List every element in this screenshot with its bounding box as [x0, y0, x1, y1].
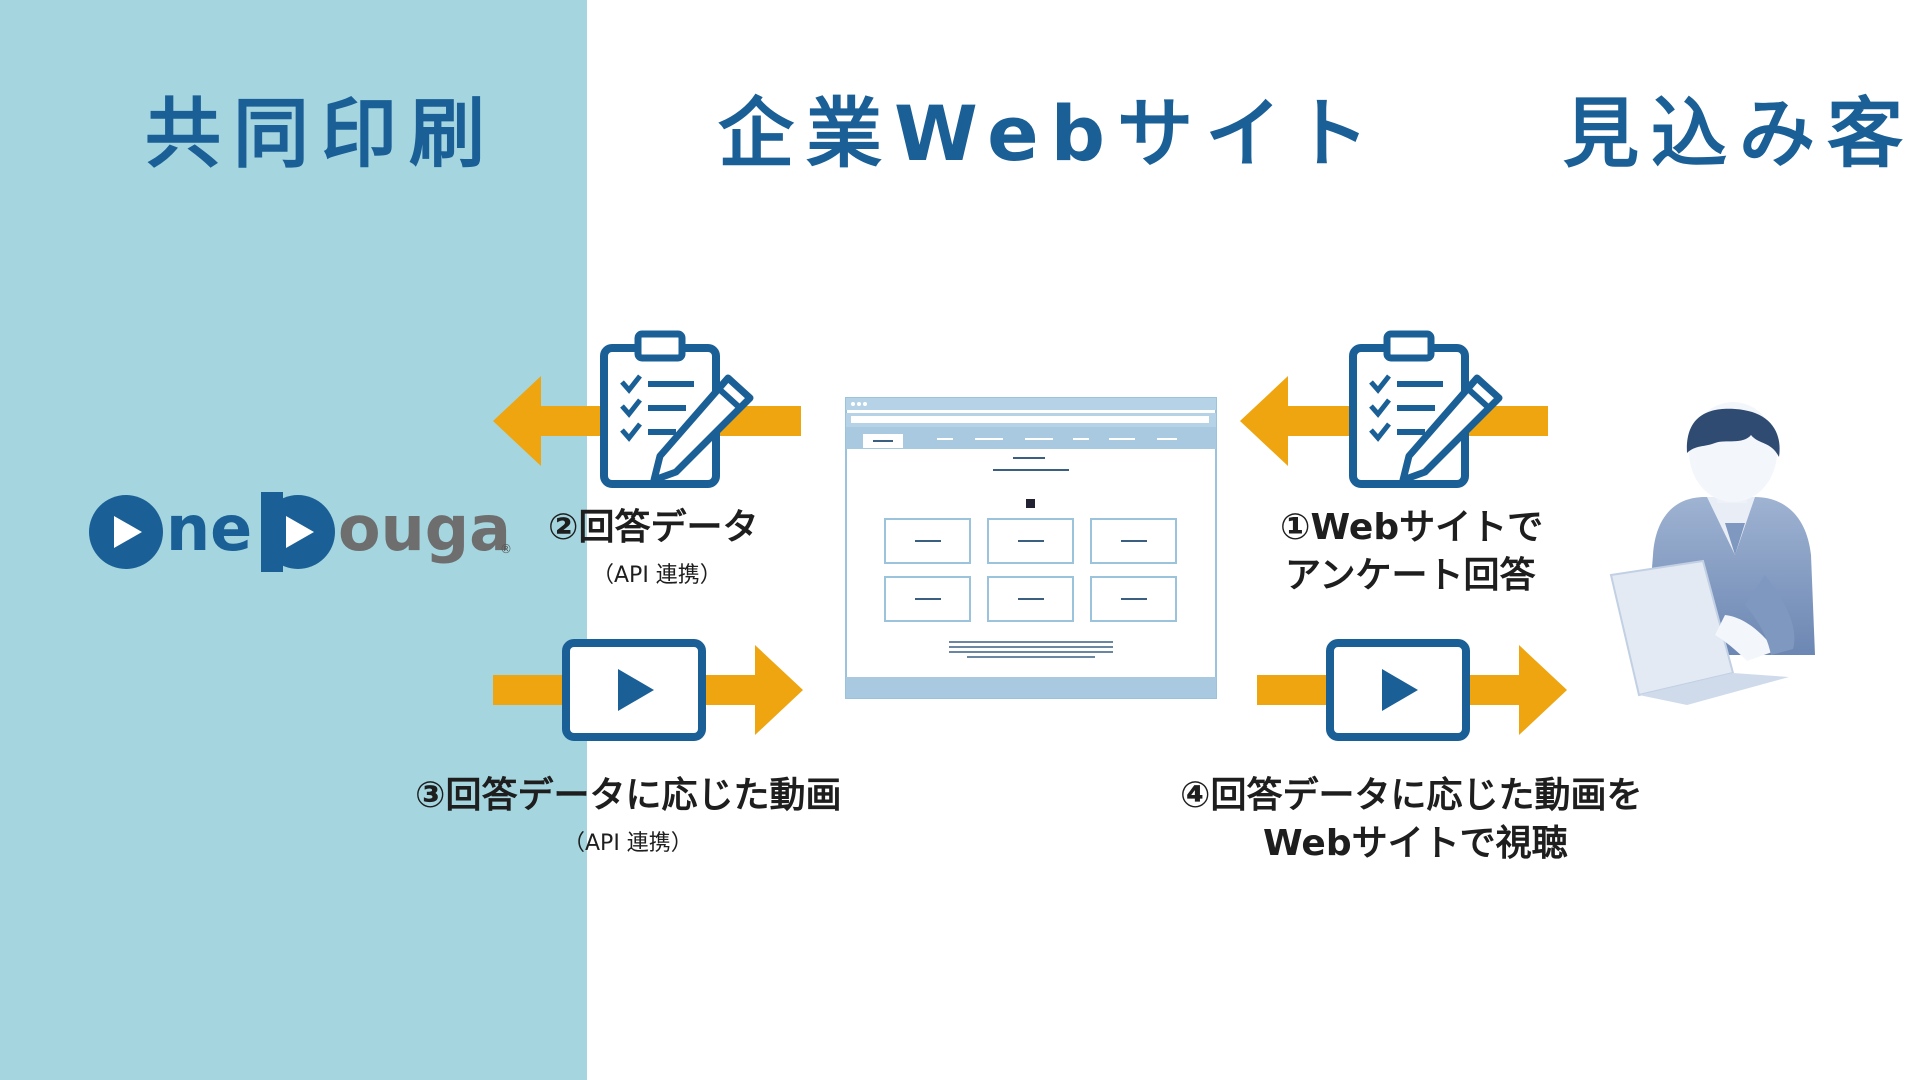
website-mockup — [845, 397, 1217, 699]
step3-label: ③回答データに応じた動画 — [415, 775, 842, 816]
step4-label-line2: Webサイトで視聴 — [1263, 823, 1568, 864]
step1-label-line1: ①Webサイトで — [1280, 507, 1544, 548]
center-column-title: 企業Webサイト — [718, 89, 1382, 178]
step4-label-line1: ④回答データに応じた動画を — [1180, 775, 1643, 816]
logo-reg-mark: ® — [500, 542, 512, 556]
step2-label: ②回答データ — [548, 507, 759, 548]
right-column-title: 見込み客 — [1563, 89, 1915, 178]
step3-sub-label: （API 連携） — [563, 831, 693, 856]
left-column-title: 共同印刷 — [145, 89, 497, 178]
logo-play-circles — [89, 492, 335, 572]
person-laptop-icon — [1609, 402, 1815, 705]
play-video-icon — [562, 639, 706, 741]
play-video-icon — [1326, 639, 1470, 741]
clipboard-icon — [1349, 330, 1503, 488]
step1-label-line2: アンケート回答 — [1285, 555, 1536, 596]
clipboard-icon — [600, 330, 754, 488]
logo-text-ouga: ouga — [338, 492, 511, 565]
step2-sub-label: （API 連携） — [592, 563, 722, 588]
logo-text-ne: ne — [166, 492, 253, 565]
one-douga-logo: ne ouga ® — [88, 488, 513, 578]
